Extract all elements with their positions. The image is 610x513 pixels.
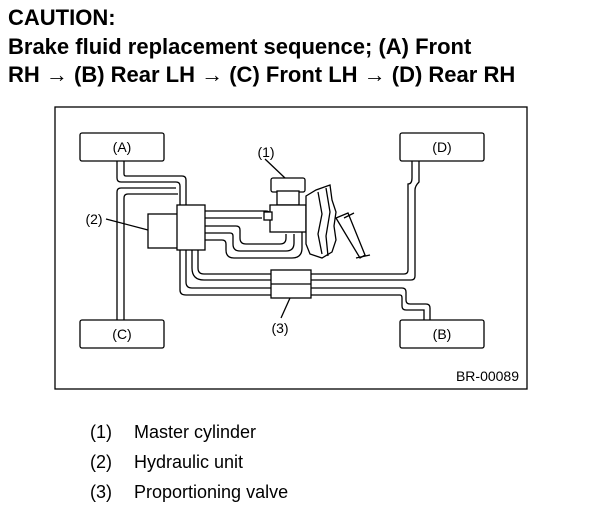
figure-frame <box>54 106 528 390</box>
caution-text-line-1: Brake fluid replacement sequence; (A) Fr… <box>8 34 472 59</box>
wheel-box-b <box>399 319 485 349</box>
callout-1: (1) <box>257 144 274 160</box>
leader-line-2 <box>105 218 149 231</box>
wheel-box-c <box>79 319 165 349</box>
master-cylinder-line-3 <box>205 225 287 245</box>
brake-pedal-foot <box>355 254 371 259</box>
leader-line-3 <box>280 297 291 319</box>
wheel-label-b: (B) <box>433 326 452 342</box>
brake-pedal-arm <box>335 212 366 259</box>
brake-line-b <box>179 250 431 320</box>
legend-label: Hydraulic unit <box>134 452 244 472</box>
legend-number: (3) <box>90 482 112 502</box>
hydraulic-unit <box>176 204 206 251</box>
legend-label: Proportioning valve <box>134 482 289 502</box>
master-cylinder-reservoir <box>270 177 306 193</box>
callout-3: (3) <box>271 320 288 336</box>
callout-2: (2) <box>85 211 102 227</box>
legend-number: (2) <box>90 452 112 472</box>
figure-code: BR-00089 <box>456 368 519 384</box>
wheel-box-d <box>399 132 485 162</box>
brake-line-c <box>116 187 178 320</box>
component-legend: (1) Master cylinder (2) Hydraulic unit (… <box>90 417 288 507</box>
master-cylinder-port <box>263 211 273 221</box>
caution-text-line-2: RH → (B) Rear LH → (C) Front LH → (D) Re… <box>8 62 516 87</box>
legend-item: (3) Proportioning valve <box>90 477 288 507</box>
brake-pedal-pivot <box>343 212 355 219</box>
master-cylinder-neck <box>276 190 300 206</box>
leader-line-1 <box>264 158 286 179</box>
brake-booster-ridge-2 <box>325 187 331 257</box>
legend-item: (1) Master cylinder <box>90 417 288 447</box>
brake-line-a <box>116 161 187 205</box>
master-cylinder-line-4 <box>205 232 295 252</box>
legend-item: (2) Hydraulic unit <box>90 447 288 477</box>
wheel-label-a: (A) <box>113 139 132 155</box>
legend-number: (1) <box>90 422 112 442</box>
brake-line-d <box>191 161 420 281</box>
master-cylinder-body <box>269 204 307 233</box>
master-cylinder-line-1 <box>205 210 271 216</box>
wheel-label-d: (D) <box>432 139 451 155</box>
wheel-box-a <box>79 132 165 162</box>
legend-label: Master cylinder <box>134 422 257 442</box>
hydraulic-unit-left <box>147 213 181 249</box>
brake-booster-ridge-1 <box>317 191 323 255</box>
master-cylinder-line-5 <box>205 232 303 259</box>
caution-heading: CAUTION: <box>8 5 116 30</box>
wheel-label-c: (C) <box>112 326 131 342</box>
